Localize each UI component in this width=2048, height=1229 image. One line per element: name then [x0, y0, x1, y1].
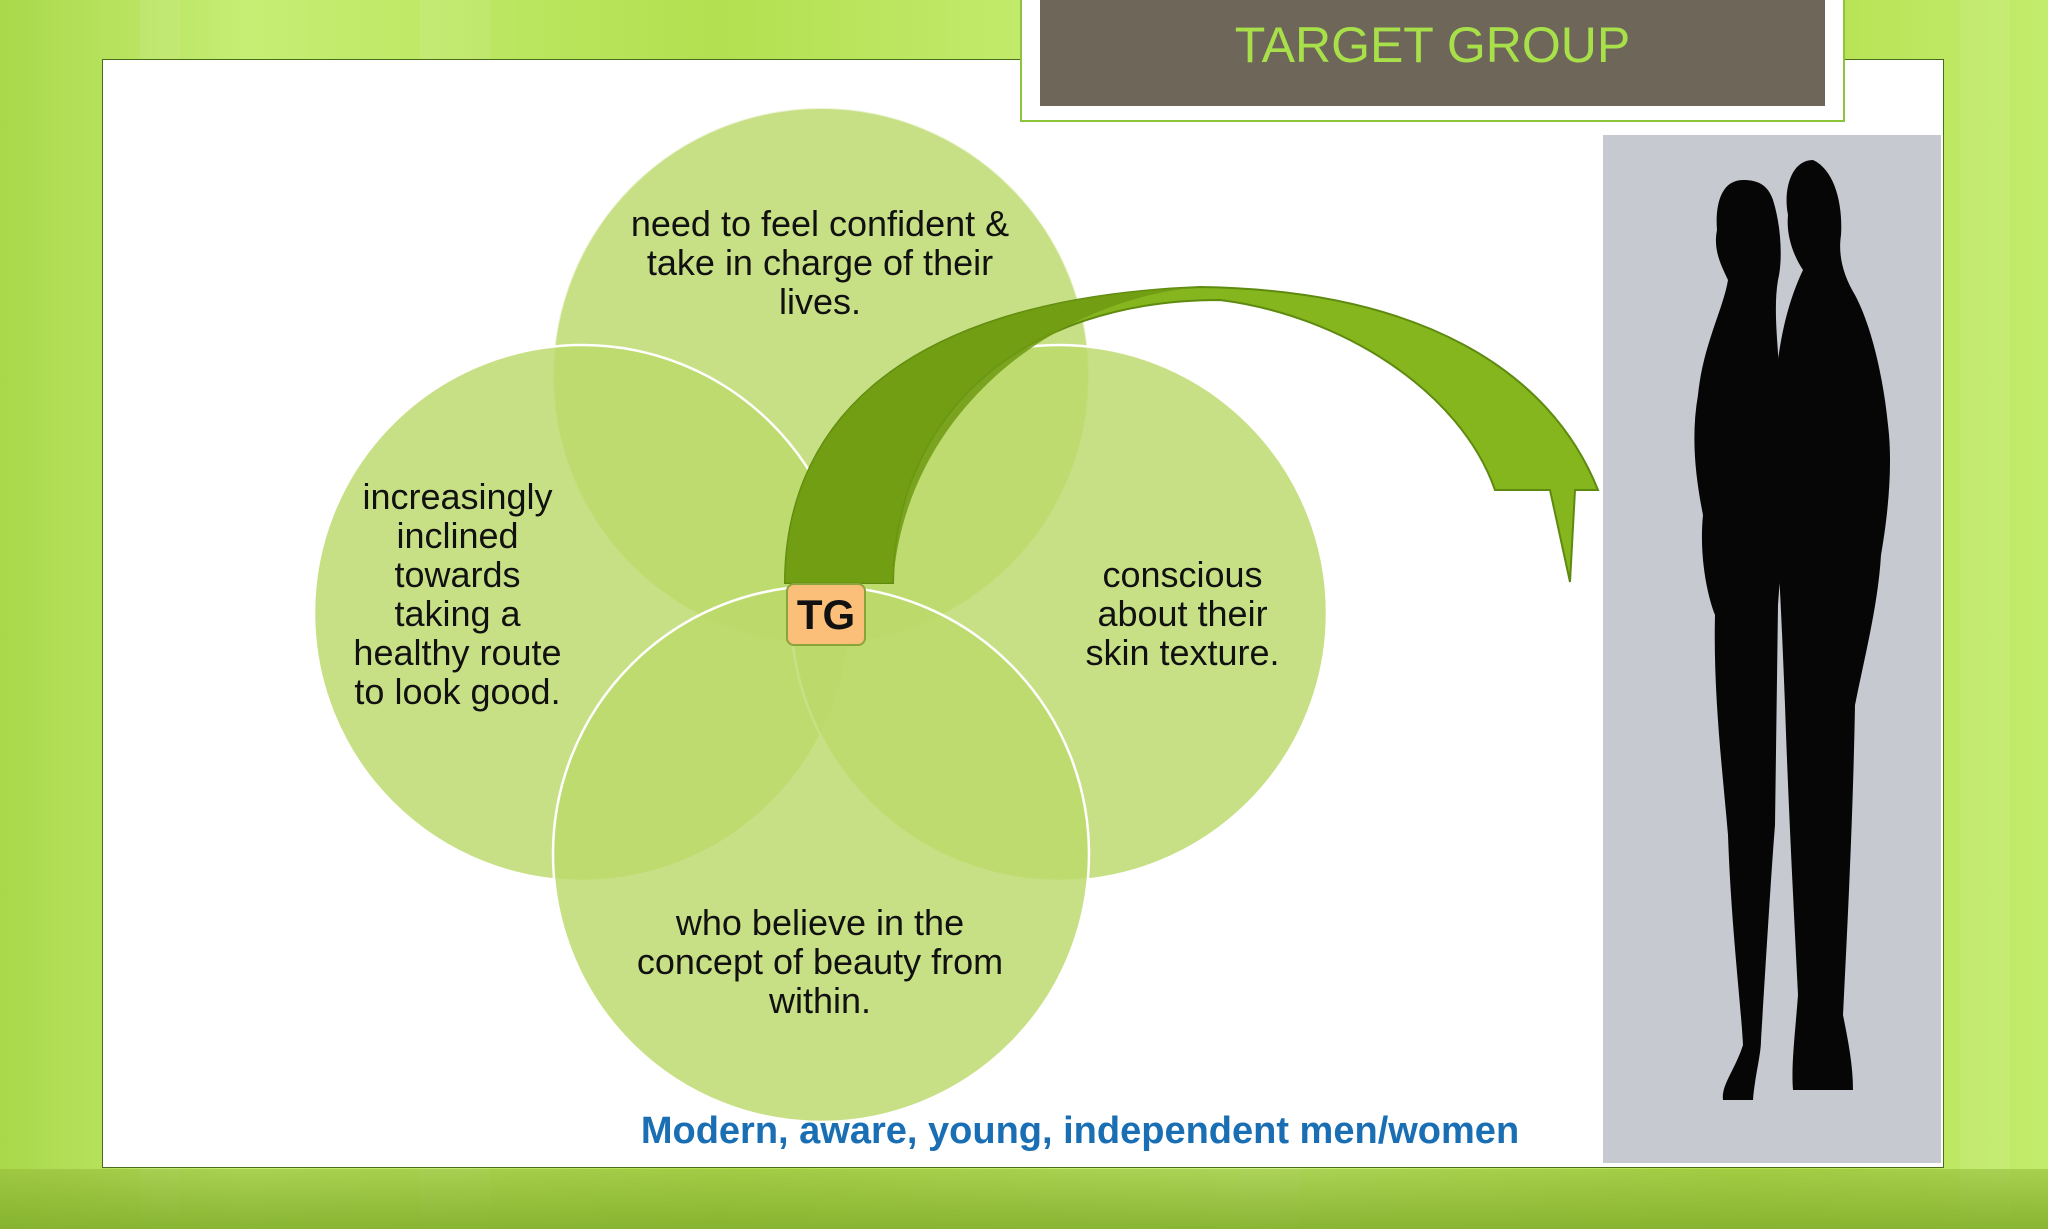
- title-banner: TARGET GROUP: [1040, 0, 1825, 106]
- target-group-caption: Modern, aware, young, independent men/wo…: [640, 1110, 1520, 1152]
- venn-text-right: conscious about their skin texture.: [1085, 554, 1280, 673]
- tg-center-label: TG: [786, 583, 866, 646]
- title-frame: TARGET GROUP: [1020, 0, 1845, 122]
- couple-silhouette-icon: [1694, 160, 1891, 1100]
- venn-text-bottom: who believe in the concept of beauty fro…: [636, 902, 1004, 1021]
- background-stripe: [1960, 0, 2010, 1229]
- background-bottom-band: [0, 1169, 2048, 1229]
- venn-text-top: need to feel confident & take in charge …: [630, 203, 1010, 322]
- silhouette-photo: [1603, 135, 1941, 1163]
- slide-title: TARGET GROUP: [1234, 17, 1631, 73]
- curved-arrow-shadow: [785, 287, 1200, 583]
- venn-circle-bottom: [553, 586, 1089, 1122]
- venn-text-left: increasingly inclined towards taking a h…: [353, 476, 562, 712]
